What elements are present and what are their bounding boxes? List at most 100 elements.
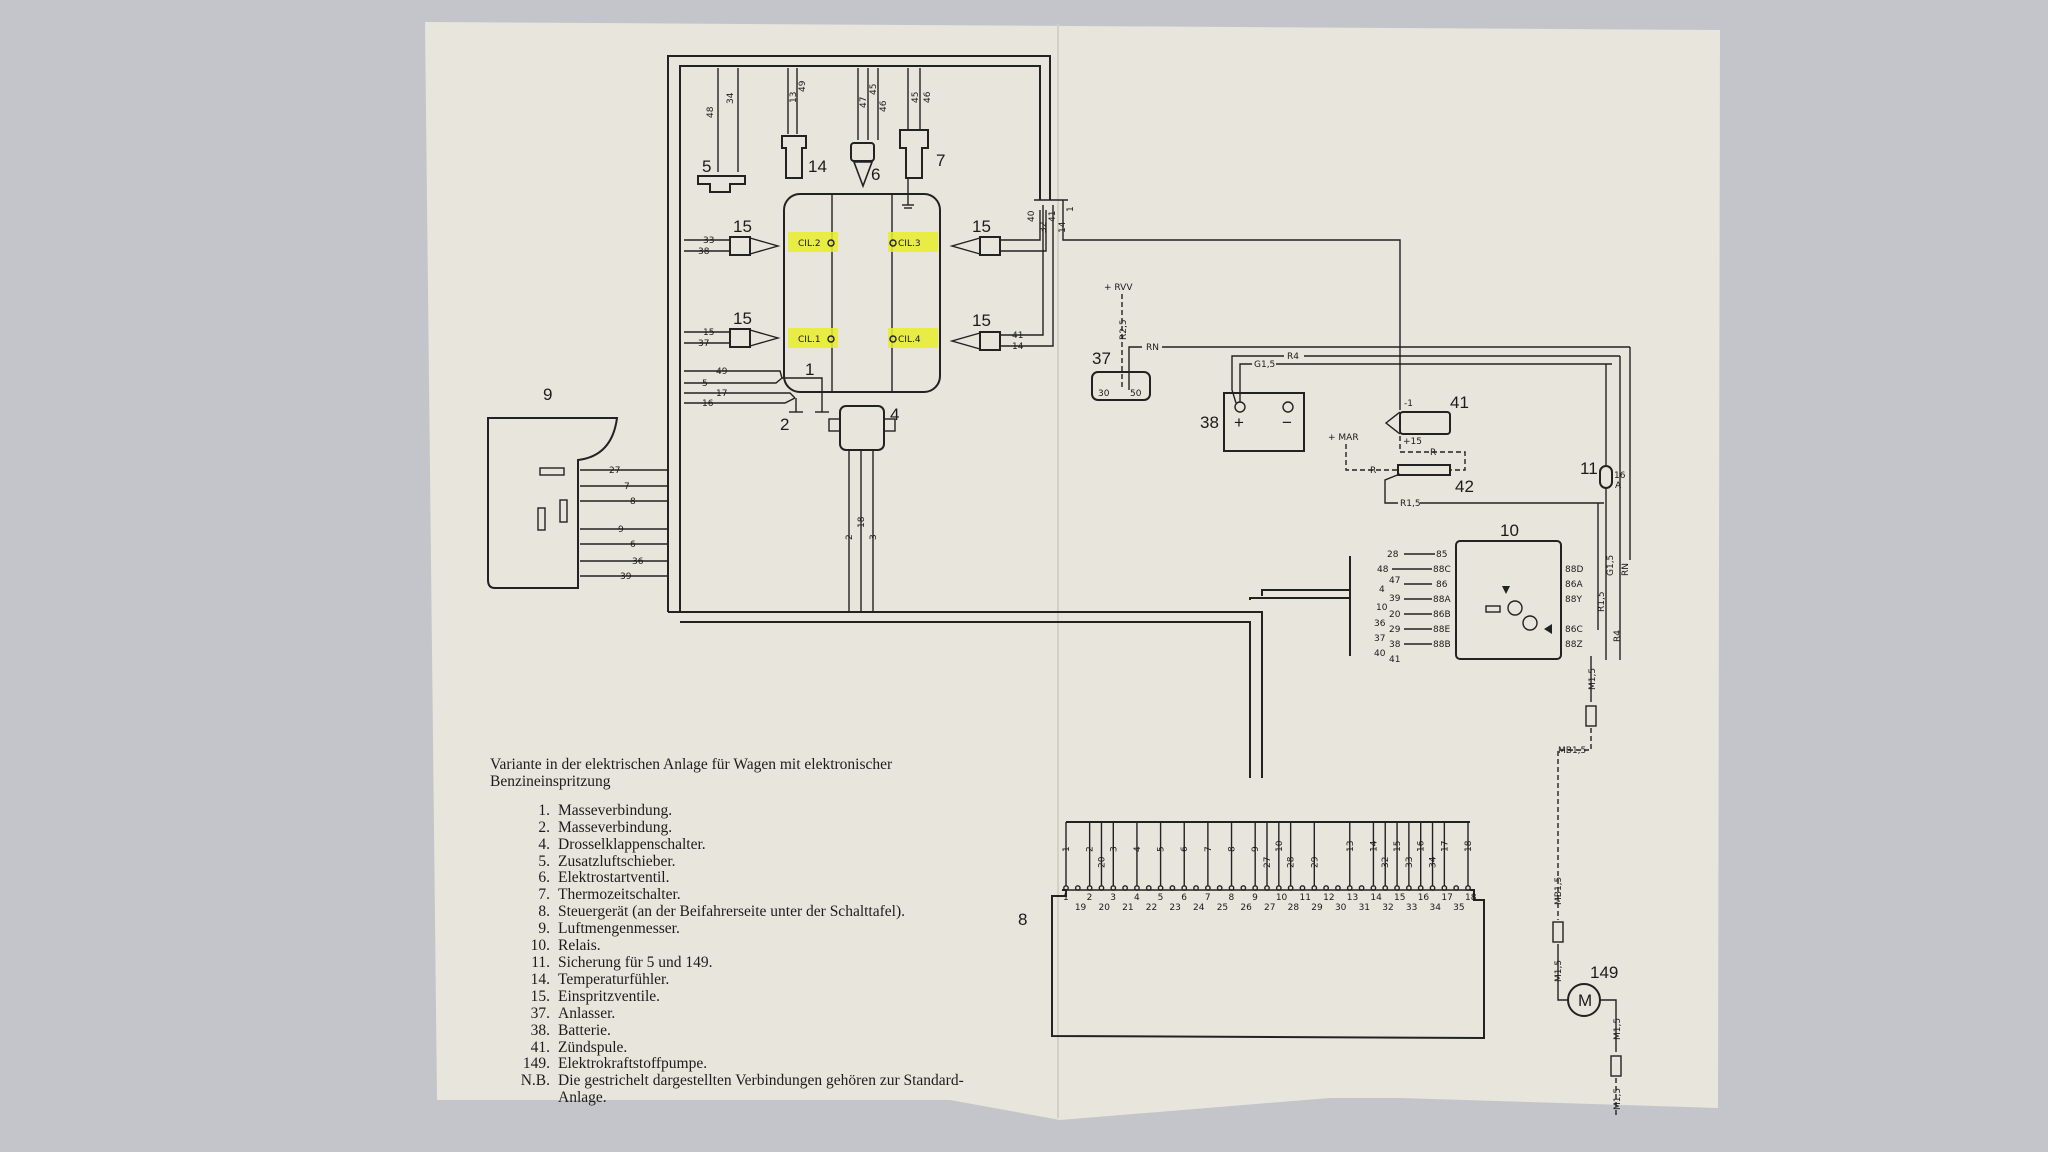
ecu-pin-label: 33 xyxy=(1406,903,1417,913)
component-number: 9 xyxy=(543,385,552,404)
ecu-wire-label: 13 xyxy=(1346,841,1356,852)
ecu-pin xyxy=(1453,885,1460,891)
cylinder-label: CIL.1 xyxy=(798,335,821,345)
wire-label: 14 xyxy=(1012,342,1024,352)
legend-item-num: 10. xyxy=(530,937,550,955)
legend-item-num: 1. xyxy=(538,801,550,819)
legend-item-num: 11. xyxy=(531,953,550,971)
legend-item-text: Luftmengenmesser. xyxy=(558,920,680,938)
ecu-pin xyxy=(1098,885,1105,891)
wire-label: 7 xyxy=(624,482,630,492)
ecu-wire-label: 10 xyxy=(1275,840,1285,852)
legend-item: 4.Drosselklappenschalter. xyxy=(490,835,990,854)
legend-item: 38.Batterie. xyxy=(490,1022,990,1040)
ecu-wire-label: 15 xyxy=(1393,841,1403,852)
ecu-pin-label: 9 xyxy=(1252,893,1258,903)
pin-label: 88Y xyxy=(1565,595,1582,605)
component-number: 42 xyxy=(1455,477,1474,496)
legend-note: N.B. Die gestrichelt dargestellten Verbi… xyxy=(490,1072,990,1107)
relay-left-wires: 28 48 47 4 39 10 20 36 29 37 38 40 41 xyxy=(1374,550,1435,665)
component-number: 11 xyxy=(1580,459,1598,478)
connector-icon xyxy=(1552,921,1564,943)
cylinder-label: CIL.3 xyxy=(898,239,921,249)
ecu-pin xyxy=(1157,885,1164,891)
legend-item: 41.Zündspule. xyxy=(490,1039,990,1057)
ecu-pin-label: 21 xyxy=(1122,903,1133,913)
legend-item-text: Drosselklappenschalter. xyxy=(558,835,706,853)
ecu-pin-label: 24 xyxy=(1193,903,1205,913)
wire-label: 39 xyxy=(620,572,632,582)
ecu-pin-label: 28 xyxy=(1288,903,1300,913)
ecu-pin xyxy=(1405,885,1412,891)
ecu-wire-label: 3 xyxy=(1109,846,1119,852)
component-37-starter: + RVV R2,5 37 30 50 RN xyxy=(1091,283,1630,401)
wire-label: 34 xyxy=(726,92,736,104)
component-41-ignition-coil: -1 41 +15 R + MAR R 42 R1,5 xyxy=(1328,380,1604,509)
wire-label: M1,5 xyxy=(1613,1018,1623,1040)
legend-item-num: 8. xyxy=(538,903,550,921)
component-11-fuse: 11 16 A xyxy=(1580,347,1631,660)
legend-item-num: 15. xyxy=(530,987,550,1005)
legend-item: 5.Zusatzluftschieber. xyxy=(490,853,990,871)
wire-label: 47 xyxy=(859,97,869,108)
component-number: 7 xyxy=(936,151,945,170)
ecu-pin xyxy=(1193,885,1199,891)
wire-label: R1,5 xyxy=(1400,499,1421,509)
wire-label: 36 xyxy=(1374,619,1386,629)
ecu-pin xyxy=(1134,885,1140,891)
ecu-wire-label: 6 xyxy=(1180,846,1190,852)
ecu-pin xyxy=(1228,885,1235,891)
ecu-wire-label: 27 xyxy=(1263,857,1273,868)
motor-label: M xyxy=(1578,991,1592,1010)
fuse-unit: A xyxy=(1615,481,1622,491)
cil-1-highlight xyxy=(788,328,838,348)
legend-item: 9.Luftmengenmesser. xyxy=(490,920,990,938)
ecu-pin-label: 35 xyxy=(1453,903,1464,913)
component-number: 10 xyxy=(1500,521,1519,540)
terminal-label: -1 xyxy=(1404,399,1413,409)
ecu-pin-label: 23 xyxy=(1169,903,1180,913)
ecu-wire-label: 7 xyxy=(1204,846,1214,852)
component-number: 15 xyxy=(733,217,752,236)
ecu-wire-label: 34 xyxy=(1429,856,1439,868)
ecu-pin xyxy=(1181,885,1188,891)
wire-label: R xyxy=(1430,448,1436,458)
ecu-pin xyxy=(1063,885,1069,891)
pin-label: 88B xyxy=(1433,640,1451,650)
ecu-pin xyxy=(1299,885,1306,891)
wire-label: R1,5 xyxy=(1597,591,1607,612)
legend-item: 1.Masseverbindung. xyxy=(490,801,990,820)
legend-item-text: Elektrostartventil. xyxy=(558,869,670,887)
legend-item-text: Temperaturfühler. xyxy=(558,970,670,988)
ecu-pin-label: 31 xyxy=(1359,903,1370,913)
ecu-pin-label: 1 xyxy=(1063,893,1069,903)
component-number: 1 xyxy=(805,360,814,379)
ecu-pin-label: 18 xyxy=(1465,893,1477,903)
wire-label: R4 xyxy=(1613,630,1623,642)
wire-label: 46 xyxy=(879,100,889,112)
pin-label: 88D xyxy=(1565,565,1583,575)
wire-label: 37 xyxy=(1374,634,1385,644)
ecu-pin xyxy=(1370,885,1377,891)
wire-label: 32 xyxy=(1039,222,1049,233)
legend-note-text: Die gestrichelt dargestellten Verbindung… xyxy=(558,1072,964,1107)
legend-item-text: Relais. xyxy=(558,937,601,955)
pin-label: 88E xyxy=(1433,625,1450,635)
wire-label: R xyxy=(1370,466,1376,476)
ecu-wire-label: 20 xyxy=(1097,856,1107,868)
wire-label: 48 xyxy=(1377,565,1389,575)
wire-label: 38 xyxy=(1389,640,1401,650)
legend-item: 37.Anlasser. xyxy=(490,1005,990,1023)
wire-label: 33 xyxy=(703,236,714,246)
legend-item-num: 149. xyxy=(522,1055,550,1073)
component-38-battery: 38 + − R4 G1,5 xyxy=(1200,352,1620,452)
wire-label: 36 xyxy=(632,557,644,567)
wire-label: 10 xyxy=(1376,603,1388,613)
ecu-pin xyxy=(1441,885,1448,891)
ecu-wire-label: 17 xyxy=(1440,841,1450,852)
cil-4-highlight xyxy=(888,328,938,348)
component-number: 15 xyxy=(733,309,752,328)
ecu-wire-label: 1 xyxy=(1062,846,1072,852)
legend-item-text: Masseverbindung. xyxy=(558,818,673,836)
